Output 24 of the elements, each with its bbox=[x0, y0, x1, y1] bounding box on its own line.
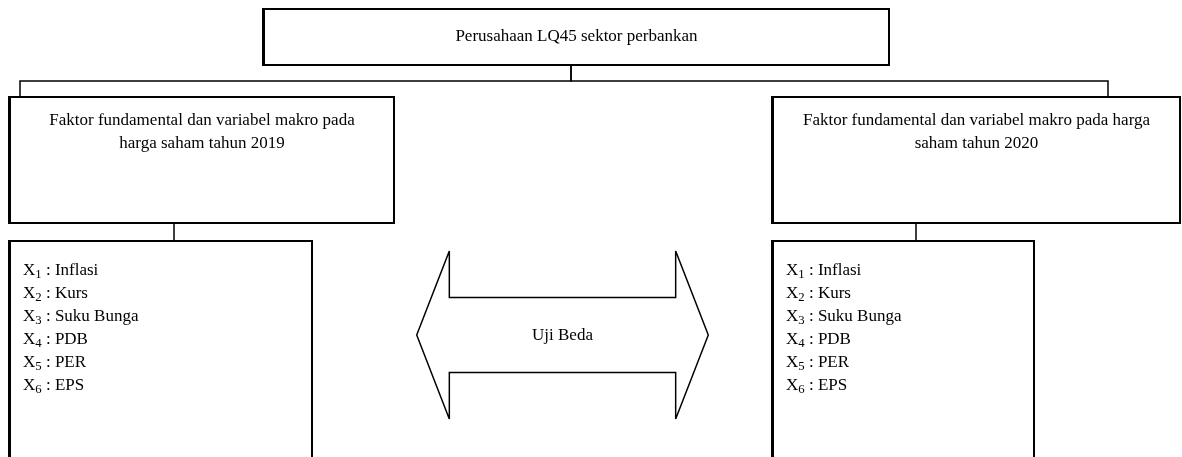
variable-item: X$_{2}$ : Kurs bbox=[23, 282, 88, 304]
variable-item: X$_{5}$ : PER bbox=[23, 351, 87, 373]
box-label: Faktor fundamental dan variabel makro pada harga saham tahun 2019 bbox=[48, 109, 356, 154]
process-box bbox=[262, 8, 890, 66]
variable-item: X$_{6}$ : EPS bbox=[23, 374, 85, 396]
variable-item: X$_{1}$ : Inflasi bbox=[786, 259, 862, 281]
variable-list-box bbox=[8, 240, 313, 457]
variable-item: X$_{4}$ : PDB bbox=[23, 328, 88, 350]
variable-item: X$_{6}$ : EPS bbox=[786, 374, 848, 396]
box-label: Faktor fundamental dan variabel makro pada harga saham tahun 2020 bbox=[801, 109, 1152, 154]
variable-item: X$_{1}$ : Inflasi bbox=[23, 259, 99, 281]
variable-item: X$_{5}$ : PER bbox=[786, 351, 850, 373]
process-box bbox=[771, 96, 1181, 224]
connector-line bbox=[173, 223, 175, 241]
variable-list-box bbox=[771, 240, 1035, 457]
variable-item: X$_{3}$ : Suku Bunga bbox=[786, 305, 902, 327]
process-box bbox=[8, 96, 395, 224]
connector-line bbox=[570, 65, 1109, 97]
variable-item: X$_{2}$ : Kurs bbox=[786, 282, 851, 304]
variable-item: X$_{3}$ : Suku Bunga bbox=[23, 305, 139, 327]
variable-item: X$_{4}$ : PDB bbox=[786, 328, 851, 350]
box-label: Perusahaan LQ45 sektor perbankan bbox=[455, 25, 698, 47]
arrow-label: Uji Beda bbox=[532, 324, 593, 347]
connector-line bbox=[915, 223, 917, 241]
